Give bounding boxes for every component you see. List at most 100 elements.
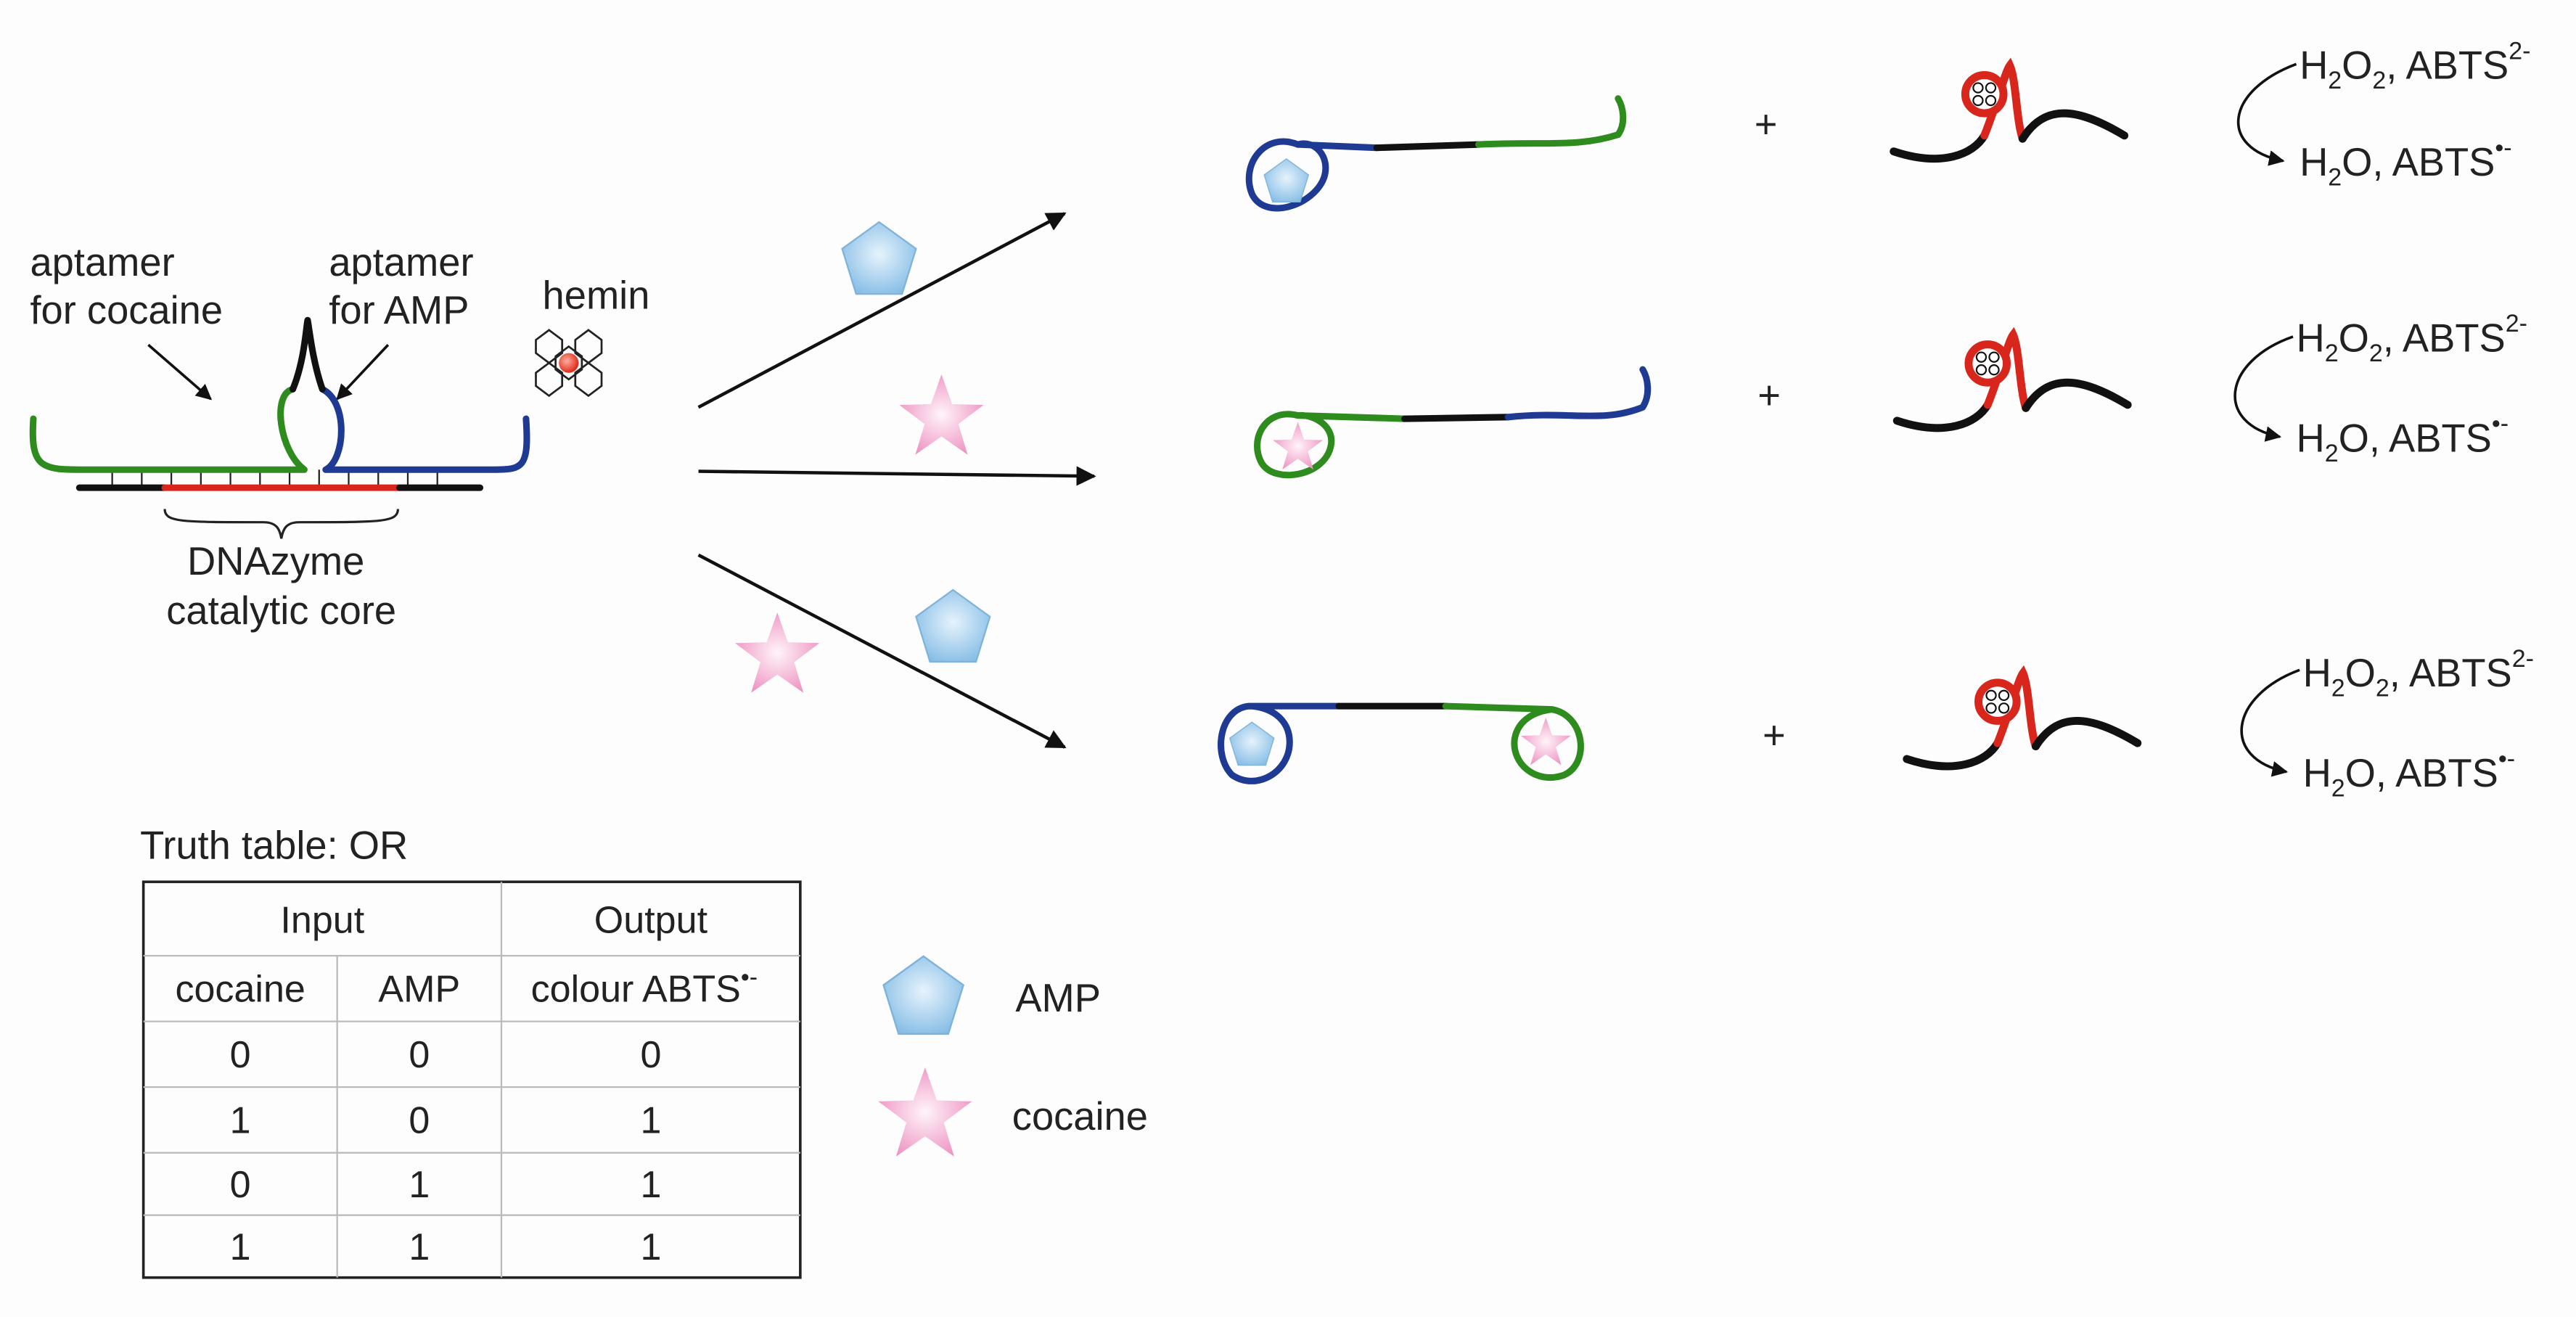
plus-sign: +: [1755, 102, 1778, 147]
cocaine-star-icon: [899, 374, 984, 455]
product-row-amp: +: [1245, 65, 2125, 212]
t: •-: [2498, 745, 2515, 773]
g-quadruplex-hemin-icon: [1894, 65, 2125, 158]
strand: [1401, 414, 1511, 422]
cocaine-star-icon: [1273, 422, 1323, 470]
brace: [163, 509, 399, 539]
amp-aptamer-bound: [1245, 138, 1380, 212]
header-input: Input: [280, 899, 364, 941]
label-aptamer-amp: aptamer for AMP: [329, 240, 484, 332]
t: 2: [2376, 675, 2390, 702]
plus-sign: +: [1763, 713, 1786, 758]
label-aptamer-cocaine: aptamer for cocaine: [30, 240, 223, 332]
t: 2: [2372, 67, 2386, 94]
t: H: [2300, 140, 2328, 184]
column-output: colour ABTS•-: [531, 964, 758, 1011]
reaction-arrow: [2240, 668, 2300, 777]
t: , ABTS: [2386, 44, 2509, 88]
t: 2: [2325, 340, 2339, 367]
t: 2: [2328, 164, 2342, 192]
pointer-arrow: [147, 343, 213, 401]
t: H: [2297, 416, 2325, 460]
cell: 0: [409, 1100, 430, 1142]
label-line: aptamer: [30, 240, 174, 284]
amp-pentagon-icon: [1263, 158, 1309, 203]
column-amp: AMP: [378, 968, 460, 1010]
label-line: aptamer: [329, 240, 473, 284]
catalytic-reaction-3: H2O2, ABTS2- H2O, ABTS•-: [2240, 645, 2534, 803]
t: •-: [2495, 134, 2511, 162]
cell: 0: [230, 1034, 251, 1076]
sensor-complex: aptamer for cocaine aptamer for AMP hemi…: [29, 240, 650, 633]
g-quadruplex-hemin-icon: [1897, 335, 2128, 427]
header-output: Output: [594, 899, 708, 941]
cell: 0: [640, 1034, 661, 1076]
cell: 1: [230, 1100, 251, 1142]
cell: 1: [230, 1226, 251, 1268]
column-cocaine: cocaine: [175, 968, 305, 1010]
t: 2-: [2509, 37, 2530, 65]
cell: 1: [409, 1226, 430, 1268]
label-line: for AMP: [329, 288, 469, 332]
catalytic-reaction-2: H2O2, ABTS2- H2O, ABTS•-: [2234, 310, 2527, 467]
cocaine-star-icon: [735, 612, 820, 693]
cocaine-aptamer-bound: [1442, 702, 1584, 781]
truth-table: Truth table: OR Input Output cocaine AMP…: [140, 824, 802, 1279]
cocaine-aptamer-bound: [1254, 411, 1408, 479]
products-text: H2O, ABTS•-: [2300, 134, 2512, 192]
legend-label-cocaine: cocaine: [1012, 1094, 1148, 1138]
label-hemin: hemin: [543, 273, 650, 317]
t: 2: [2328, 67, 2342, 94]
product-row-cocaine: +: [1254, 335, 2128, 479]
cell: 1: [640, 1226, 661, 1268]
cell: 1: [640, 1164, 661, 1206]
label-line: DNAzyme: [187, 539, 364, 583]
reactants-text: H2O2, ABTS2-: [2297, 310, 2527, 367]
t: O, ABTS: [2339, 416, 2492, 460]
pointer-arrow: [336, 344, 390, 401]
amp-aptamer-strand: [319, 385, 530, 473]
reaction-arrow: [2236, 62, 2297, 166]
t: O, ABTS: [2342, 140, 2495, 184]
t: 2: [2331, 775, 2345, 803]
cell: 1: [640, 1100, 661, 1142]
t: H: [2303, 751, 2331, 795]
t: H: [2303, 651, 2331, 695]
t: O: [2339, 316, 2369, 360]
reactants-text: H2O2, ABTS2-: [2303, 645, 2534, 702]
amp-pentagon-icon: [1228, 721, 1275, 766]
label-dnazyme: DNAzyme catalytic core: [166, 539, 396, 633]
amp-pentagon-icon: [841, 221, 917, 295]
t: 2: [2331, 675, 2345, 702]
t: O: [2345, 651, 2376, 695]
cocaine-star-icon: [878, 1067, 972, 1157]
hemin-icon: [535, 329, 603, 397]
label-line: for cocaine: [30, 288, 223, 332]
t: , ABTS: [2383, 316, 2506, 360]
truth-table-title: Truth table: OR: [140, 824, 408, 868]
t: 2: [2325, 440, 2339, 467]
t: H: [2297, 316, 2325, 360]
cell: 0: [409, 1034, 430, 1076]
input-arrows: [697, 212, 1096, 749]
amp-aptamer-free: [1504, 366, 1652, 421]
arrow-cocaine-path: [698, 466, 1096, 486]
cell: 0: [230, 1164, 251, 1206]
t: colour ABTS: [531, 968, 741, 1010]
plus-sign: +: [1757, 374, 1781, 418]
products-text: H2O, ABTS•-: [2303, 745, 2516, 803]
amp-aptamer-bound: [1218, 702, 1342, 784]
t: 2: [2369, 340, 2383, 367]
legend: AMP cocaine: [878, 955, 1148, 1157]
catalytic-reaction-1: H2O2, ABTS2- H2O, ABTS•-: [2236, 37, 2530, 192]
t: •-: [2492, 410, 2509, 438]
t: •-: [741, 964, 758, 991]
arrow-both-path: [697, 553, 1067, 749]
reaction-arrow: [2234, 335, 2294, 442]
strand: [1373, 141, 1482, 152]
t: 2-: [2506, 310, 2527, 337]
amp-pentagon-icon: [915, 588, 991, 663]
g-quadruplex-hemin-icon: [1907, 673, 2138, 766]
amp-pentagon-icon: [882, 955, 964, 1035]
